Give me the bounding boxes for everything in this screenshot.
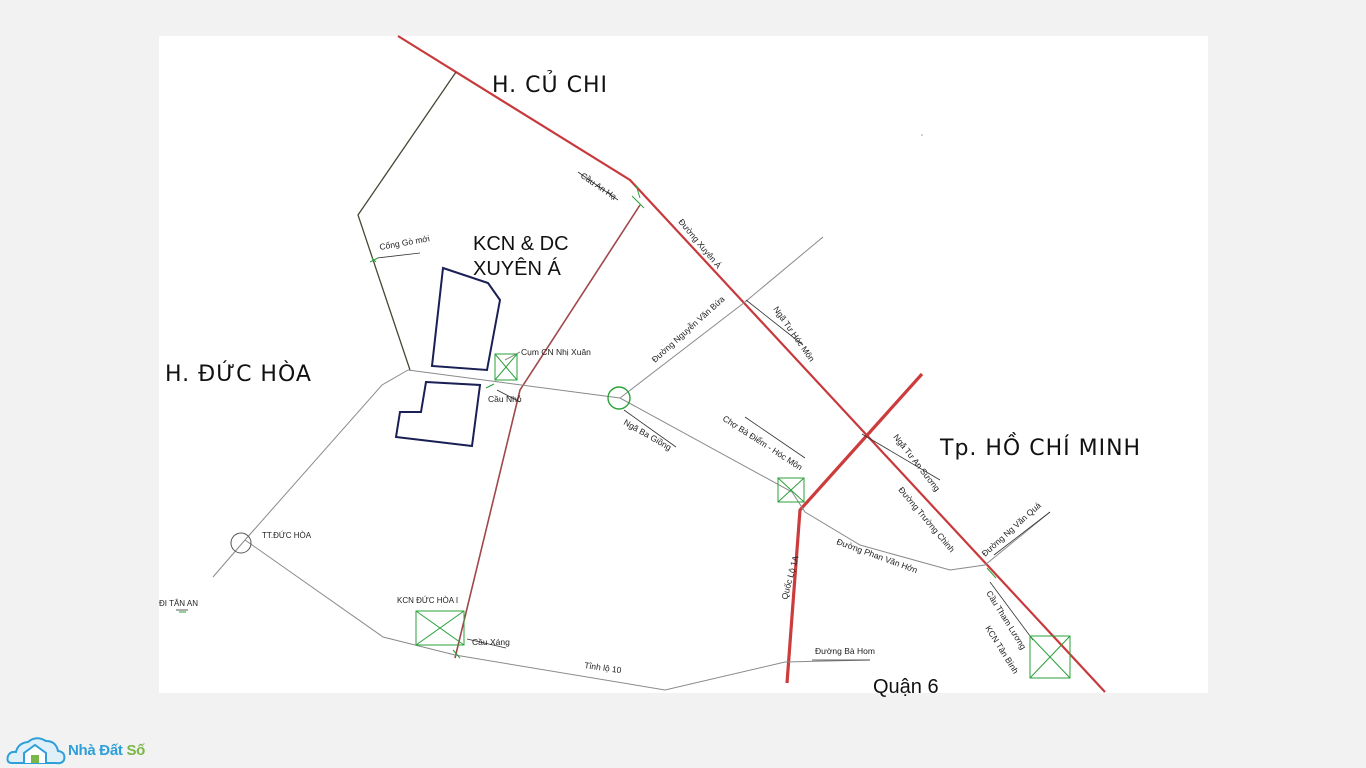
- quoc-lo-1a-road: [785, 372, 924, 684]
- region-hcm: Tp. HỒ CHÍ MINH: [939, 433, 1141, 461]
- label-cau-nho: Cầu Nhỏ: [488, 394, 522, 404]
- local-road-cong-go-moi: [357, 71, 457, 371]
- region-quan-6: Quận 6: [873, 676, 939, 698]
- region-cu-chi: H. CỦ CHI: [492, 70, 608, 98]
- label-tt-duc-hoa: TT.ĐỨC HÒA: [262, 531, 312, 540]
- logo-text-part2: Số: [126, 741, 146, 759]
- label-duong-ba-hom: Đường Bà Hom: [815, 646, 875, 656]
- leader-lines: [176, 171, 1051, 661]
- region-duc-hoa: H. ĐỨC HÒA: [165, 361, 312, 387]
- label-di-tan-an: ĐI TÂN AN: [159, 599, 198, 608]
- minor-roads: [212, 236, 1051, 691]
- kcn-xuyen-a-zone-top: [430, 266, 502, 372]
- zone-markers: [179, 184, 1071, 679]
- kcn-title-line2: XUYÊN Á: [473, 257, 561, 280]
- map-canvas: [159, 36, 1208, 693]
- label-cau-xang: Cầu Xáng: [472, 637, 510, 647]
- site-logo: Nhà Đất Số: [6, 733, 145, 767]
- dot: [921, 134, 923, 136]
- kcn-title-line1: KCN & DC: [473, 233, 569, 255]
- house-cloud-icon: [6, 737, 66, 765]
- label-kcn-duc-hoa: KCN ĐỨC HÒA I: [397, 596, 458, 605]
- logo-text-part1: Nhà Đất: [68, 741, 127, 759]
- provincial-road-diagonal: [454, 204, 641, 659]
- kcn-xuyen-a-zone-bottom: [394, 380, 482, 448]
- label-cum-cn-nhi-xuan: Cụm CN Nhị Xuân: [521, 347, 591, 357]
- tt-duc-hoa-marker: [230, 532, 252, 554]
- xuyen-a-highway: [397, 35, 1106, 693]
